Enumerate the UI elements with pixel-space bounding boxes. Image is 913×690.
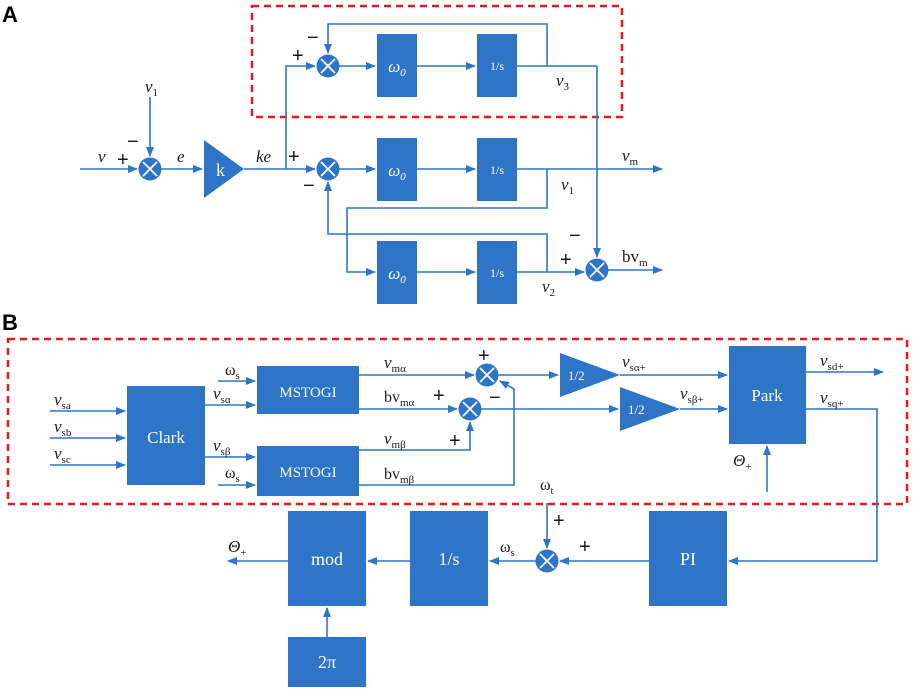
mod-label: mod [311,549,343,569]
sum-junction-omega [535,549,559,573]
mod-block [288,511,366,606]
mstogi-label-2: MSTOGI [279,465,336,481]
integrator-block-3 [477,241,517,304]
label-ke: ke [256,147,272,166]
half-gain-label-1: 1/2 [568,368,585,383]
half-gain-block-2 [620,387,680,431]
label-vsd-plus: vsd+ [820,351,844,373]
label-v3: v3 [556,71,570,93]
wires-panel-b [50,368,884,637]
omega0-block-1 [377,34,417,97]
omega0-block-2-label: ω0 [388,161,406,183]
integrator-block-1 [477,34,517,97]
label-bvmbeta: bvmβ [384,466,415,486]
sign-plus-alpha: + [478,345,490,367]
mstogi-block-1 [257,366,359,414]
panel-a-label: A [2,2,18,27]
omega0-block-3 [377,241,417,304]
label-vsbeta: vsβ [213,436,231,458]
label-vsa: vsa [54,390,71,412]
label-v1-feedback: v1 [145,77,158,99]
label-omega-s-2: ωs [225,465,240,485]
panel-b-label: B [2,310,18,335]
label-omega-s-feedback: ωs [500,539,515,559]
sign-minus-top: − [307,27,319,49]
label-v-input: v [98,147,106,166]
integrator-block-b [410,511,488,606]
clark-block [127,386,205,485]
sign-minus-alpha: − [489,387,501,409]
sum-junction-input [138,157,162,181]
integrator-block-2 [477,138,517,201]
omega0-block-2 [377,138,417,201]
label-theta-plus-park: Θ+ [733,451,752,473]
pi-label: PI [680,549,696,569]
sign-plus-input: + [117,149,129,171]
integrator-block-1-label: 1/s [490,59,504,73]
label-bvmalpha: bvmα [384,389,415,409]
wires-panel-a [80,23,663,276]
label-omega-s-1: ωs [225,362,240,382]
half-gain-block-1 [560,353,620,397]
label-vsq-plus: vsq+ [820,388,844,410]
sign-minus-output: − [569,225,581,247]
clark-label: Clark [147,428,185,447]
sign-plus-top: + [292,45,304,67]
label-theta-plus-output: Θ+ [228,537,247,559]
gain-k-block [204,140,244,198]
two-pi-block [288,637,366,687]
sign-plus-beta-left: + [433,385,445,407]
pi-block [649,511,727,606]
sign-plus-pi: + [579,536,591,558]
label-v1-output: v1 [561,175,574,197]
label-vmalpha: vmα [384,353,406,375]
mstogi-block-2 [257,446,359,496]
park-label: Park [751,386,783,405]
label-vsbeta-plus: vsβ+ [680,384,704,406]
label-vsb: vsb [54,417,72,439]
omega0-block-1-label: ω0 [388,57,406,79]
half-gain-label-2: 1/2 [628,402,645,417]
integrator-block-2-label: 1/s [490,163,504,177]
two-pi-label: 2π [318,652,336,672]
sum-junction-mid [316,157,340,181]
highlight-box-b [6,337,909,506]
sign-plus-output: + [560,249,572,271]
sign-plus-omega-t: + [553,510,565,532]
label-v2: v2 [542,277,555,299]
integrator-block-3-label: 1/s [490,266,504,280]
omega0-block-3-label: ω0 [388,264,406,286]
label-bvm: bvm [622,247,648,269]
sum-junction-top [316,54,340,78]
label-vsc: vsc [54,444,71,466]
sum-junction-beta [458,397,482,421]
label-vm: vm [622,146,639,168]
sign-minus-input: − [127,131,139,153]
sum-junction-alpha [475,363,499,387]
gain-k-label: k [216,160,225,180]
mstogi-label-1: MSTOGI [279,385,336,401]
integrator-b-label: 1/s [438,549,459,569]
sum-junction-output [585,258,609,282]
sign-plus-beta-bottom: + [449,430,461,452]
label-vsalpha-plus: vsα+ [622,352,646,374]
label-vsalpha: vsα [213,384,231,406]
highlight-box-a [250,4,624,119]
label-omega-t: ωt [540,477,554,497]
label-e: e [177,147,185,166]
sign-minus-mid: − [303,175,315,197]
sign-plus-mid: + [288,146,300,168]
label-vmbeta: vmβ [384,429,406,451]
park-block [729,346,806,444]
